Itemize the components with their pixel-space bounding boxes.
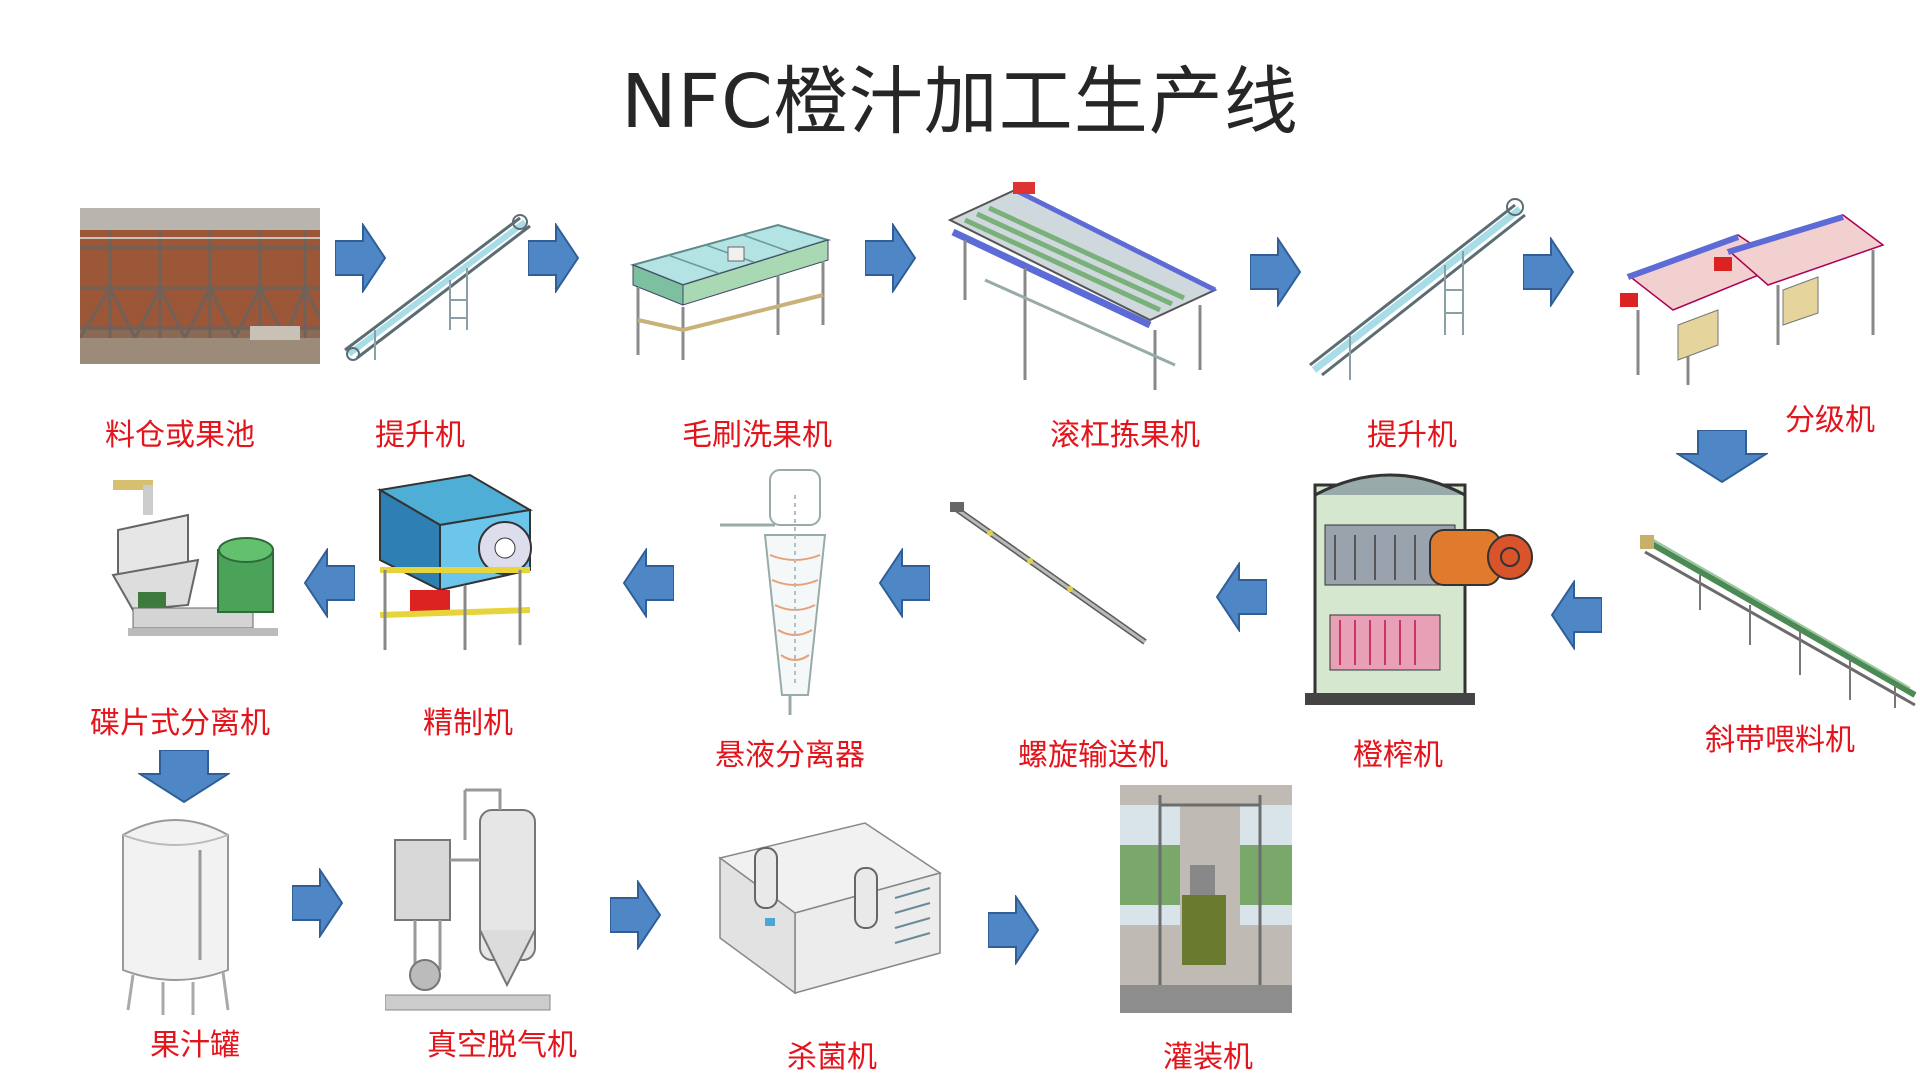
step-label: 滚杠拣果机 bbox=[1050, 418, 1200, 453]
step-label: 提升机 bbox=[1367, 418, 1457, 453]
arrow-right-icon bbox=[1523, 237, 1575, 307]
disc-separator-image bbox=[111, 480, 278, 636]
brush-washer-image bbox=[629, 223, 832, 360]
step-label: 碟片式分离机 bbox=[90, 706, 270, 741]
step-label: 毛刷洗果机 bbox=[682, 418, 832, 453]
arrow-right-icon bbox=[528, 223, 580, 293]
juice-tank-image bbox=[122, 819, 230, 1015]
step-label: 悬液分离器 bbox=[715, 738, 865, 773]
arrow-right-icon bbox=[865, 223, 917, 293]
arrow-left-icon bbox=[1215, 562, 1267, 632]
vacuum-deaerator-image bbox=[385, 788, 551, 1011]
arrow-left-icon bbox=[303, 548, 355, 618]
inclined-belt-feeder-image bbox=[1640, 535, 1917, 708]
screw-conveyor-image bbox=[950, 502, 1147, 645]
hydrocyclone-image bbox=[720, 469, 827, 715]
step-label: 分级机 bbox=[1785, 403, 1875, 438]
step-label: 提升机 bbox=[375, 418, 465, 453]
step-label: 真空脱气机 bbox=[427, 1028, 577, 1063]
sterilizer-image bbox=[718, 822, 942, 995]
roller-sorter-image bbox=[947, 182, 1218, 390]
step-label: 橙榨机 bbox=[1353, 738, 1443, 773]
step-label: 精制机 bbox=[423, 706, 513, 741]
arrow-down-icon bbox=[1676, 430, 1768, 484]
step-label: 杀菌机 bbox=[787, 1040, 877, 1075]
arrow-right-icon bbox=[292, 868, 344, 938]
arrow-right-icon bbox=[1250, 237, 1302, 307]
bin-photo-image bbox=[80, 208, 320, 364]
finisher-image bbox=[377, 473, 533, 650]
arrow-left-icon bbox=[622, 548, 674, 618]
step-label: 螺旋输送机 bbox=[1018, 738, 1168, 773]
step-label: 灌装机 bbox=[1163, 1040, 1253, 1075]
filling-machine-image bbox=[1120, 785, 1292, 1013]
arrow-left-icon bbox=[1550, 580, 1602, 650]
step-label: 果汁罐 bbox=[150, 1028, 240, 1063]
arrow-right-icon bbox=[335, 223, 387, 293]
step-label: 料仓或果池 bbox=[105, 418, 255, 453]
arrow-right-icon bbox=[610, 880, 662, 950]
orange-juicer-image bbox=[1305, 473, 1533, 705]
incline-elevator-image bbox=[344, 214, 531, 361]
arrow-down-icon bbox=[138, 750, 230, 804]
page-title: NFC橙汁加工生产线 bbox=[621, 59, 1299, 145]
arrow-left-icon bbox=[878, 548, 930, 618]
step-label: 斜带喂料机 bbox=[1705, 723, 1855, 758]
arrow-right-icon bbox=[988, 895, 1040, 965]
grader-image bbox=[1620, 214, 1885, 385]
incline-elevator-image bbox=[1309, 198, 1526, 380]
